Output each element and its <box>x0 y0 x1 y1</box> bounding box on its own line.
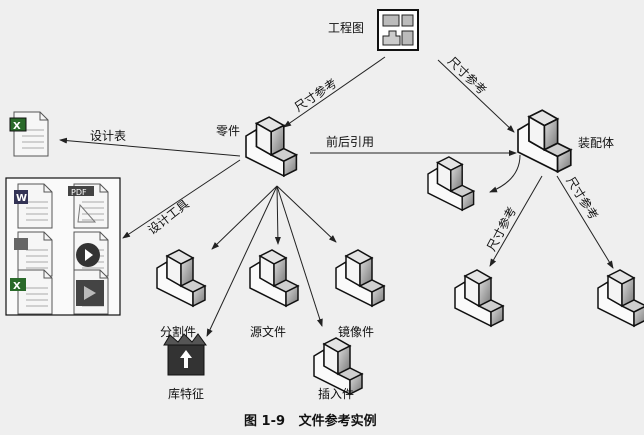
referenced-part-icon <box>427 156 475 211</box>
insert-part-label: 插入件 <box>318 387 354 401</box>
split-part-label: 分割件 <box>160 324 196 339</box>
drawing-label: 工程图 <box>328 20 364 35</box>
design-table-label: 设计表 <box>90 129 126 143</box>
library-feature-label: 库特征 <box>168 386 204 401</box>
dim-ref-label: 尺寸参考 <box>291 75 339 114</box>
external-ref-label: 前后引用 <box>326 134 374 149</box>
arrow-drawing-to-assembly <box>437 59 515 133</box>
dim-ref-label: 尺寸参考 <box>445 53 490 97</box>
arrow-curved <box>489 154 521 193</box>
media-player-icon <box>73 231 109 277</box>
powerpoint-doc-icon <box>14 231 53 277</box>
svg-text:X: X <box>13 281 21 292</box>
library-feature-icon <box>163 333 207 376</box>
source-file-icon <box>249 249 299 307</box>
arrow-source-file <box>274 185 281 245</box>
pdf-icon: PDF <box>68 183 109 229</box>
arrow-drawing-to-part <box>283 56 386 128</box>
mirror-part-icon <box>335 249 385 307</box>
arrow-assembly-right <box>556 175 614 269</box>
arrow-library-feature <box>206 185 278 337</box>
split-part-icon <box>156 249 206 307</box>
source-file-label: 源文件 <box>250 324 286 339</box>
arrow-assembly-left <box>489 175 543 267</box>
arrow-mirror-part <box>276 185 337 243</box>
insert-part-icon <box>313 337 363 395</box>
excel-doc-icon: X <box>10 269 53 315</box>
assembly-child-part-icon <box>597 269 644 327</box>
dim-ref-label: 尺寸参考 <box>563 174 601 223</box>
figure-caption: 图 1-9 文件参考实例 <box>244 413 377 429</box>
svg-text:PDF: PDF <box>71 188 87 197</box>
svg-text:X: X <box>13 121 21 132</box>
arrow-design-tools <box>122 159 241 239</box>
drawing-icon <box>377 9 419 51</box>
assembly-child-part-icon <box>454 269 504 327</box>
design-tools-label: 设计工具 <box>145 197 191 238</box>
arrow-insert-part <box>276 185 323 327</box>
assembly-icon <box>517 109 572 173</box>
word-doc-icon: W <box>14 183 53 229</box>
part-icon <box>245 116 298 177</box>
mirror-part-label: 镜像件 <box>338 324 374 339</box>
part-label: 零件 <box>216 124 240 138</box>
arrow-split-part <box>211 185 278 250</box>
presentation-icon <box>73 269 109 315</box>
svg-text:W: W <box>16 193 27 204</box>
excel-icon: X <box>9 111 49 157</box>
assembly-label: 装配体 <box>578 136 614 150</box>
arrow-design-table <box>59 137 241 157</box>
